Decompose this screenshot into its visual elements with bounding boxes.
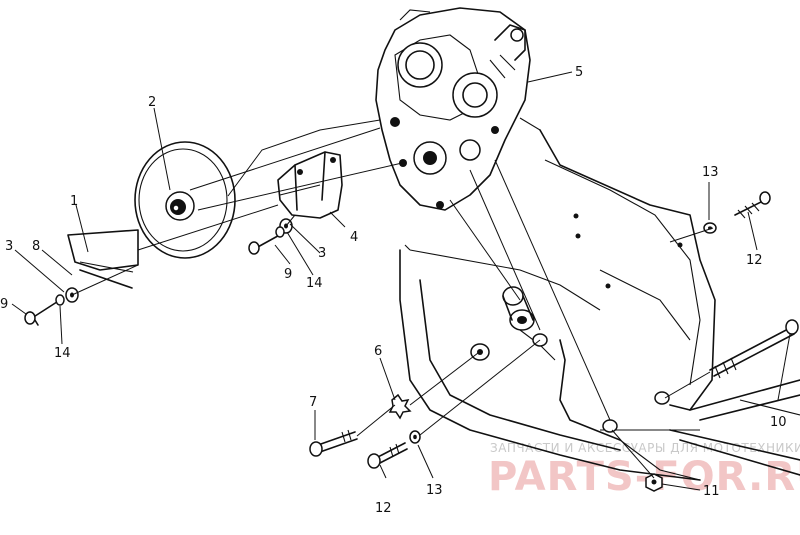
label-part-5: 5 — [575, 65, 583, 80]
label-part-9-left: 9 — [0, 297, 8, 312]
label-part-8: 8 — [32, 239, 40, 254]
label-part-12-upper: 12 — [746, 253, 763, 268]
label-part-9-middle: 9 — [284, 267, 292, 282]
watermark-caption: ЗАПЧАСТИ И АКСЕССУАРЫ ДЛЯ МОТОТЕХНИКИ — [490, 441, 800, 455]
watermark-logo: PARTS-FOR.RU — [488, 454, 800, 500]
bracket-part-1 — [67, 229, 139, 289]
bracket-part-4 — [277, 151, 343, 219]
label-part-13-lower: 13 — [426, 483, 443, 498]
label-part-14-left: 14 — [54, 346, 71, 361]
part-labels: 2 1 3 8 9 14 5 4 3 9 14 13 12 10 6 7 12 … — [0, 65, 787, 516]
label-part-3-middle: 3 — [318, 246, 326, 261]
clutch-disc-part-2 — [134, 141, 236, 259]
label-part-1: 1 — [70, 194, 78, 209]
label-part-7: 7 — [309, 395, 317, 410]
label-part-4: 4 — [350, 230, 358, 245]
label-part-10: 10 — [770, 415, 787, 430]
label-part-13-upper: 13 — [702, 165, 719, 180]
label-part-6: 6 — [374, 344, 382, 359]
label-part-3-left: 3 — [5, 239, 13, 254]
assembly-lines — [71, 119, 714, 479]
fasteners — [24, 191, 799, 492]
label-part-14-middle: 14 — [306, 276, 323, 291]
gear-case-part-5 — [375, 7, 531, 211]
label-part-2: 2 — [148, 95, 156, 110]
watermark: ЗАПЧАСТИ И АКСЕССУАРЫ ДЛЯ МОТОТЕХНИКИ PA… — [488, 441, 800, 500]
chassis-frame — [399, 117, 800, 481]
callout-leaders — [11, 71, 791, 491]
label-part-11: 11 — [703, 484, 720, 499]
label-part-12-lower: 12 — [375, 501, 392, 516]
